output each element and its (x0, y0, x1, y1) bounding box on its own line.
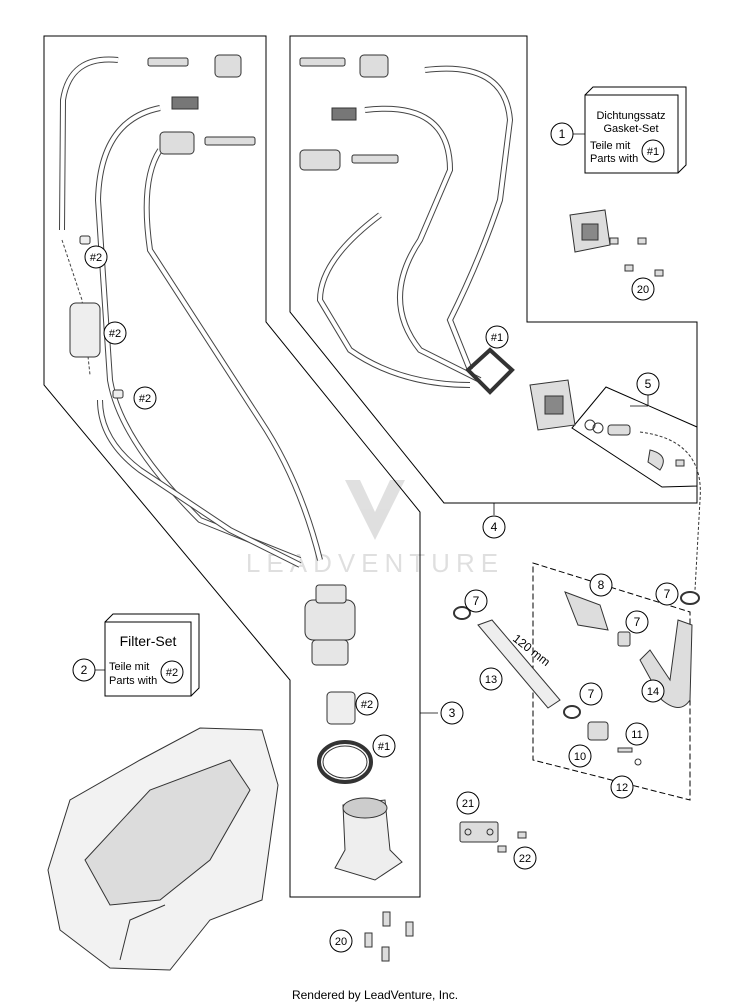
callout-c4: 4 (482, 515, 506, 539)
bracket-and-bolts (364, 821, 527, 962)
callout-h1a: #1 (485, 325, 509, 349)
injector-and-fittings (453, 591, 700, 766)
group-5-box (571, 386, 698, 488)
callout-label-c7d: 7 (588, 687, 595, 701)
quick-connectors-right (299, 54, 399, 171)
callout-label-c22: 22 (519, 853, 531, 865)
gasket-kit-parts (569, 209, 664, 277)
callout-c21: 21 (456, 791, 480, 815)
callout-label-c13: 13 (485, 674, 497, 686)
callout-h2d: #2 (355, 692, 379, 716)
pump-gasket-parts (317, 691, 403, 881)
callout-h1b: #1 (372, 734, 396, 758)
callout-c3: 3 (440, 701, 464, 725)
gasket-set-box: Dichtungssatz Gasket-Set Teile mit Parts… (584, 86, 687, 174)
callout-label-h2c: #2 (139, 393, 151, 405)
watermark: LEADVENTURE (246, 480, 498, 578)
callout-c7c: 7 (655, 582, 679, 606)
callout-label-c20b: 20 (335, 936, 347, 948)
callout-label-h2b: #2 (109, 328, 121, 340)
filter-set-box: Filter-Set Teile mit Parts with #2 (104, 613, 200, 697)
footer-credit: Rendered by LeadVenture, Inc. (291, 988, 459, 1002)
fuel-pump (304, 584, 356, 666)
callout-label-c3: 3 (449, 706, 456, 720)
callout-h2a: #2 (84, 245, 108, 269)
callout-c14: 14 (641, 679, 665, 703)
callout-label-c21: 21 (462, 798, 474, 810)
callout-c7d: 7 (579, 682, 603, 706)
tank-flange (465, 347, 576, 431)
gasket-set-line-de: Teile mit (590, 140, 630, 152)
callout-label-c2: 2 (81, 663, 88, 677)
callout-h2c: #2 (133, 386, 157, 410)
gasket-set-title-en: Gasket-Set (603, 123, 658, 135)
callout-label-c11: 11 (631, 729, 642, 741)
callout-label-c14: 14 (647, 686, 659, 698)
callout-label-c1: 1 (559, 127, 566, 141)
callout-label-c20a: 20 (637, 284, 649, 296)
callout-c20b: 20 (329, 929, 353, 953)
callout-c11: 11 (625, 722, 649, 746)
callout-c10: 10 (568, 744, 592, 768)
callout-label-c10: 10 (574, 751, 586, 763)
callout-c13: 13 (479, 667, 503, 691)
callout-c7a: 7 (464, 589, 488, 613)
callout-label-c12: 12 (616, 782, 628, 794)
callout-c22: 22 (513, 846, 537, 870)
callout-label-h1a: #1 (491, 332, 503, 344)
callout-label-c4: 4 (491, 520, 498, 534)
callout-label-h1b: #1 (378, 741, 390, 753)
filter-set-line-de: Teile mit (109, 661, 149, 673)
group-3-outline (43, 35, 421, 898)
gasket-set-line-en: Parts with (590, 153, 638, 165)
group-4-outline (289, 35, 698, 504)
hose-assembly-left (59, 56, 323, 568)
callout-c2: 2 (72, 658, 96, 682)
callout-h2b: #2 (103, 321, 127, 345)
callout-c1: 1 (550, 122, 574, 146)
callout-label-c7c: 7 (664, 587, 671, 601)
gasket-set-ref: #1 (647, 146, 659, 158)
filter-set-title: Filter-Set (120, 633, 177, 649)
filter-set-ref: #2 (166, 667, 178, 679)
callout-c12: 12 (610, 775, 634, 799)
group-5-parts (584, 419, 701, 591)
callout-c7b: 7 (625, 610, 649, 634)
callout-label-c7a: 7 (473, 594, 480, 608)
group-filter-box (532, 562, 691, 801)
quick-connectors-left (147, 54, 256, 155)
callout-label-h2a: #2 (90, 252, 102, 264)
fuel-tank (47, 727, 279, 971)
callout-c8: 8 (589, 573, 613, 597)
gasket-set-title-de: Dichtungssatz (596, 110, 665, 122)
filter-set-line-en: Parts with (109, 675, 157, 687)
callout-c20a: 20 (631, 277, 655, 301)
fuel-filter (69, 235, 124, 399)
callout-label-c8: 8 (598, 578, 605, 592)
callout-label-h2d: #2 (361, 699, 373, 711)
callout-label-c5: 5 (645, 377, 652, 391)
callout-c5: 5 (636, 372, 660, 396)
callout-label-c7b: 7 (634, 615, 641, 629)
hose-assembly-right (316, 65, 514, 388)
